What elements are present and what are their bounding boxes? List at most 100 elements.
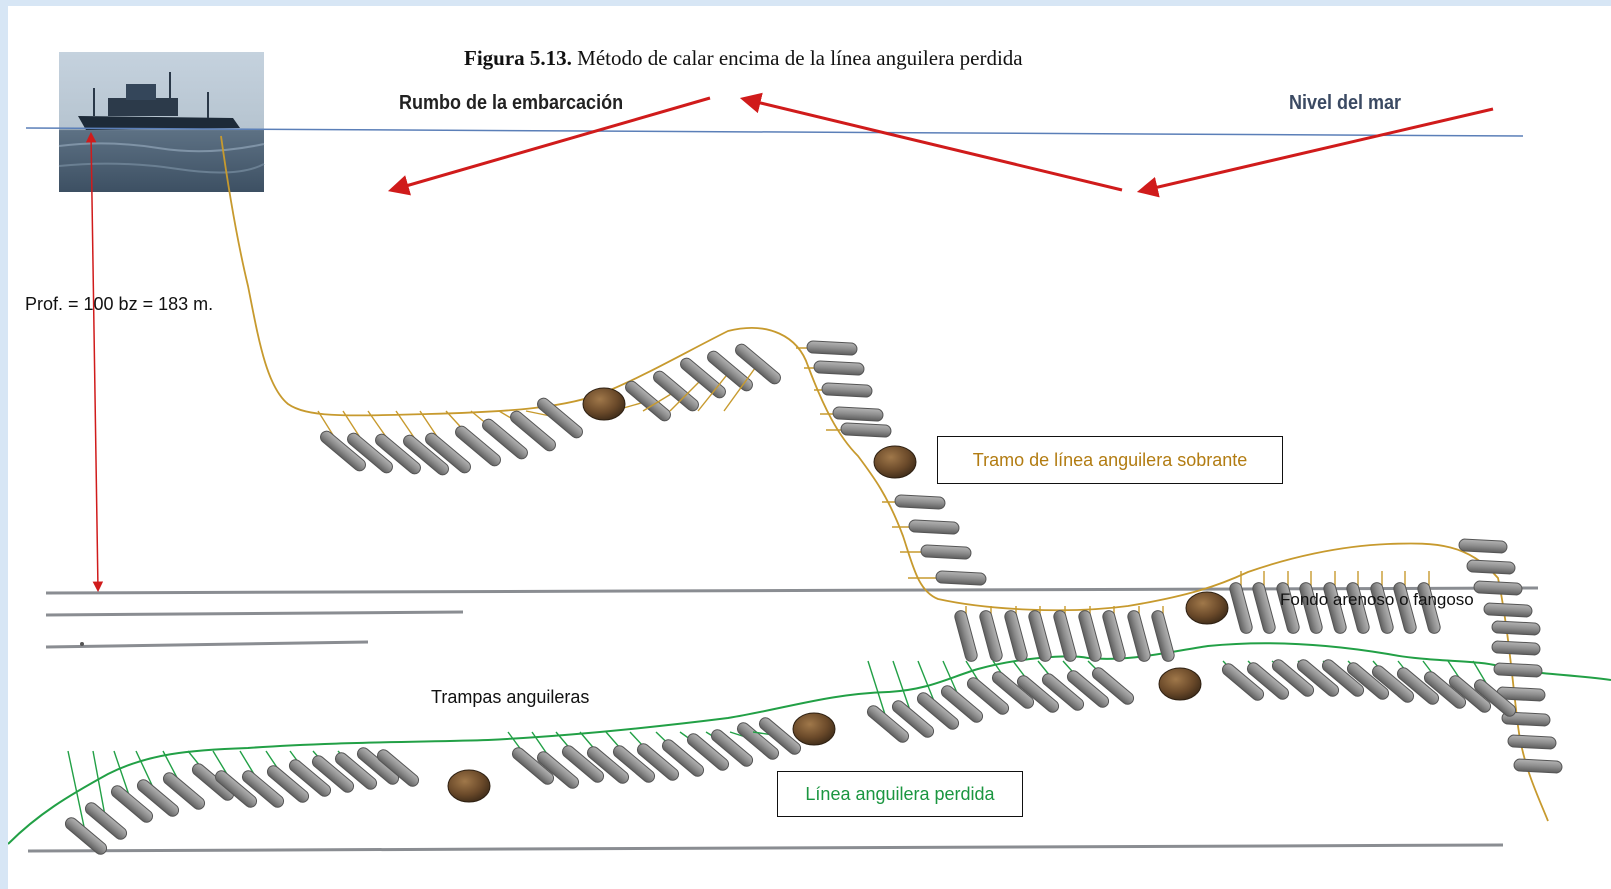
trap-icon (395, 410, 449, 476)
reference-dot (80, 642, 84, 646)
trap-icon (705, 729, 754, 767)
heading-label: Rumbo de la embarcación (399, 92, 624, 114)
anchor-stone-icon (1185, 591, 1229, 625)
anchor-stone-icon (873, 445, 917, 479)
trap-icon (498, 410, 556, 452)
trap-icon (1252, 571, 1276, 634)
anchor-stone-icon (792, 712, 836, 746)
anchor-stone-icons (447, 387, 1229, 803)
trap-icon (1417, 571, 1441, 634)
trap-icon (1078, 606, 1102, 662)
depth-label: Prof. = 100 bz = 183 m. (25, 294, 214, 314)
trap-icons (64, 340, 1563, 855)
trap-icon (212, 750, 258, 808)
depth-arrow (85, 131, 104, 593)
trap-icon (1507, 734, 1557, 750)
trap-icon (1466, 559, 1516, 575)
sea-level-label: Nivel del mar (1289, 92, 1402, 114)
trap-icon (1346, 571, 1370, 634)
trap-icon (1458, 538, 1508, 554)
trap-icon (525, 397, 583, 439)
trap-icon (64, 750, 108, 855)
trap-icon (1513, 758, 1563, 774)
trap-icon (311, 750, 355, 793)
trap-icon (1028, 606, 1052, 662)
trap-icon (555, 731, 605, 783)
trap-icon (1371, 660, 1415, 703)
trap-icon (239, 750, 285, 808)
trap-icon (669, 357, 726, 412)
trap-icon (979, 606, 1003, 662)
trap-icon (356, 747, 400, 785)
trap-icon (804, 360, 865, 376)
trap-icon (1004, 606, 1028, 662)
traps-label: Trampas anguileras (431, 687, 590, 707)
anchor-stone-icon (1158, 667, 1202, 701)
trap-icon (1447, 660, 1492, 713)
trap-icon (954, 606, 978, 662)
trap-icon (1323, 571, 1347, 634)
figure-title: Figura 5.13. Método de calar encima de l… (464, 46, 1023, 71)
trap-icon (507, 731, 555, 785)
trap-icon (1473, 580, 1523, 596)
trap-icon (679, 731, 730, 771)
trap-icon (1491, 620, 1541, 636)
trap-icon (605, 731, 656, 783)
trap-icon (367, 410, 421, 475)
figure-caption: Método de calar encima de la línea angui… (577, 46, 1023, 70)
trap-icon (1271, 659, 1315, 697)
trap-icon (866, 660, 910, 743)
trap-icon (1102, 606, 1126, 662)
trap-icon (1037, 660, 1085, 711)
trap-icon (1472, 660, 1517, 717)
trap-icon (796, 340, 858, 356)
trap-icon (419, 410, 471, 474)
trap-icon (1276, 571, 1300, 634)
trap-icon (900, 544, 972, 560)
trap-icon (470, 410, 528, 460)
trap-icon (342, 410, 393, 474)
trap-icon (1422, 660, 1467, 709)
trap-icon (642, 370, 699, 412)
anchor-stone-icon (582, 387, 626, 421)
trap-icon (1053, 606, 1077, 662)
trap-icon (1393, 571, 1417, 634)
lost-eel-line (8, 642, 1611, 845)
trap-icon (1396, 660, 1440, 705)
trap-icon (334, 750, 378, 790)
trap-icon (1087, 660, 1135, 705)
trap-icon (135, 750, 180, 817)
trap-icon (814, 382, 873, 398)
bottom-label: Fondo arenoso o fangoso (1280, 590, 1474, 609)
trap-icon (445, 410, 501, 467)
trap-icon (826, 422, 892, 438)
trap-icon (579, 731, 630, 784)
trap-icon (752, 717, 802, 755)
trap-icon (1221, 660, 1265, 701)
trap-icon (820, 406, 884, 422)
trap-icon (531, 731, 580, 789)
trap-icon (110, 750, 154, 823)
trap-icon (916, 660, 960, 730)
trap-icon (1151, 606, 1175, 662)
trap-icon (629, 731, 680, 781)
lost-line-label: Línea anguilera perdida (805, 783, 995, 804)
trap-icon (1246, 660, 1290, 700)
fishing-vessel-photo (58, 52, 265, 192)
trap-icon (1496, 686, 1546, 702)
trap-icon (729, 722, 780, 760)
trap-icon (697, 350, 753, 412)
trap-icon (723, 343, 781, 412)
trap-icon (940, 660, 984, 723)
trap-icon (908, 570, 987, 586)
trap-icon (1299, 571, 1323, 634)
trap-icon (892, 519, 960, 535)
direction-arrows (387, 92, 1494, 198)
trap-icon (1127, 606, 1151, 662)
trap-icon (317, 410, 366, 472)
trap-icon (1501, 711, 1551, 727)
trap-icon (1062, 660, 1110, 708)
trap-icon (1229, 571, 1253, 634)
figure-number: Figura 5.13. (464, 46, 572, 70)
trap-icon (1483, 602, 1533, 618)
